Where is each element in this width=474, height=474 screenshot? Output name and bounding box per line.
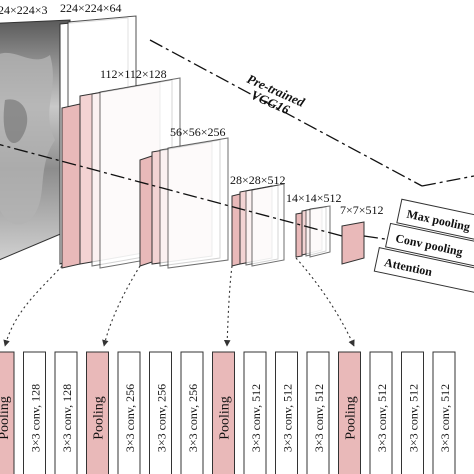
conv-label: 3×3 conv, 512 xyxy=(407,384,421,452)
dim-block5: 14×14×512 xyxy=(286,191,342,205)
dim-block3: 56×56×256 xyxy=(170,125,226,139)
conv-label: 3×3 conv, 512 xyxy=(312,384,326,452)
conv-label: 3×3 conv, 512 xyxy=(281,384,295,452)
conv-label: 3×3 conv, 128 xyxy=(29,384,43,452)
dim-input: 224×224×3 xyxy=(0,3,48,17)
head-modules: Max pooling Conv pooling Attention xyxy=(373,198,474,295)
block5-feature-maps xyxy=(295,205,331,258)
op-box-frame xyxy=(243,351,267,474)
conv-label: 3×3 conv, 256 xyxy=(155,384,169,452)
conv-box: 3×3 conv, 512 xyxy=(306,351,330,474)
op-box-frame xyxy=(306,351,330,474)
head-attention: Attention xyxy=(373,247,474,295)
dim-block4: 28×28×512 xyxy=(230,173,286,187)
op-box-frame xyxy=(275,351,298,474)
operation-boxes: Pooling 3×3 conv, 128 3×3 conv, 128 Pooling… xyxy=(0,351,456,474)
conv-box: 3×3 conv, 512 xyxy=(432,351,456,474)
op-box-frame xyxy=(212,351,235,474)
guide-lines xyxy=(0,39,474,241)
pooling-label: Pooling xyxy=(218,396,233,440)
op-box-frame xyxy=(180,351,204,474)
pooling-label: Pooling xyxy=(344,396,359,440)
pooling-box: Pooling xyxy=(212,351,235,474)
op-box-frame xyxy=(369,351,393,474)
pooling-box: Pooling xyxy=(338,351,361,474)
conv-label: 3×3 conv, 256 xyxy=(186,384,200,452)
conv-box: 3×3 conv, 512 xyxy=(275,351,298,474)
conv-label: 3×3 conv, 256 xyxy=(123,384,137,452)
dim-block1: 224×224×64 xyxy=(60,1,122,15)
conv-label: 3×3 conv, 512 xyxy=(438,384,452,452)
pooling-label: Pooling xyxy=(0,396,12,440)
expansion-arrows xyxy=(3,257,355,347)
conv-box: 3×3 conv, 256 xyxy=(180,351,204,474)
conv-box: 3×3 conv, 512 xyxy=(401,351,424,474)
op-box-frame xyxy=(23,351,46,474)
dim-final: 7×7×512 xyxy=(340,203,384,217)
conv-label: 3×3 conv, 512 xyxy=(249,384,263,452)
pooling-box: Pooling xyxy=(86,351,109,474)
conv-box: 3×3 conv, 512 xyxy=(243,351,267,474)
conv-box: 3×3 conv, 512 xyxy=(369,351,393,474)
conv-label: 3×3 conv, 128 xyxy=(60,384,74,452)
conv-box: 3×3 conv, 128 xyxy=(23,351,46,474)
dim-block2: 112×112×128 xyxy=(100,67,167,81)
conv-box: 3×3 conv, 256 xyxy=(117,351,141,474)
block3-feature-maps xyxy=(139,137,229,269)
op-box-frame xyxy=(149,351,172,474)
op-box-frame xyxy=(117,351,141,474)
op-box-frame xyxy=(0,351,15,474)
conv-box: 3×3 conv, 256 xyxy=(149,351,172,474)
op-box-frame xyxy=(86,351,109,474)
op-box-frame xyxy=(432,351,456,474)
conv-label: 3×3 conv, 512 xyxy=(375,384,389,452)
pooling-label: Pooling xyxy=(92,396,107,440)
op-box-frame xyxy=(338,351,361,474)
input-image xyxy=(0,19,71,261)
conv-box: 3×3 conv, 128 xyxy=(54,351,78,474)
final-feature-map xyxy=(341,221,365,265)
block4-feature-maps xyxy=(231,183,285,267)
op-box-frame xyxy=(54,351,78,474)
pooling-box: Pooling xyxy=(0,351,15,474)
op-box-frame xyxy=(401,351,424,474)
